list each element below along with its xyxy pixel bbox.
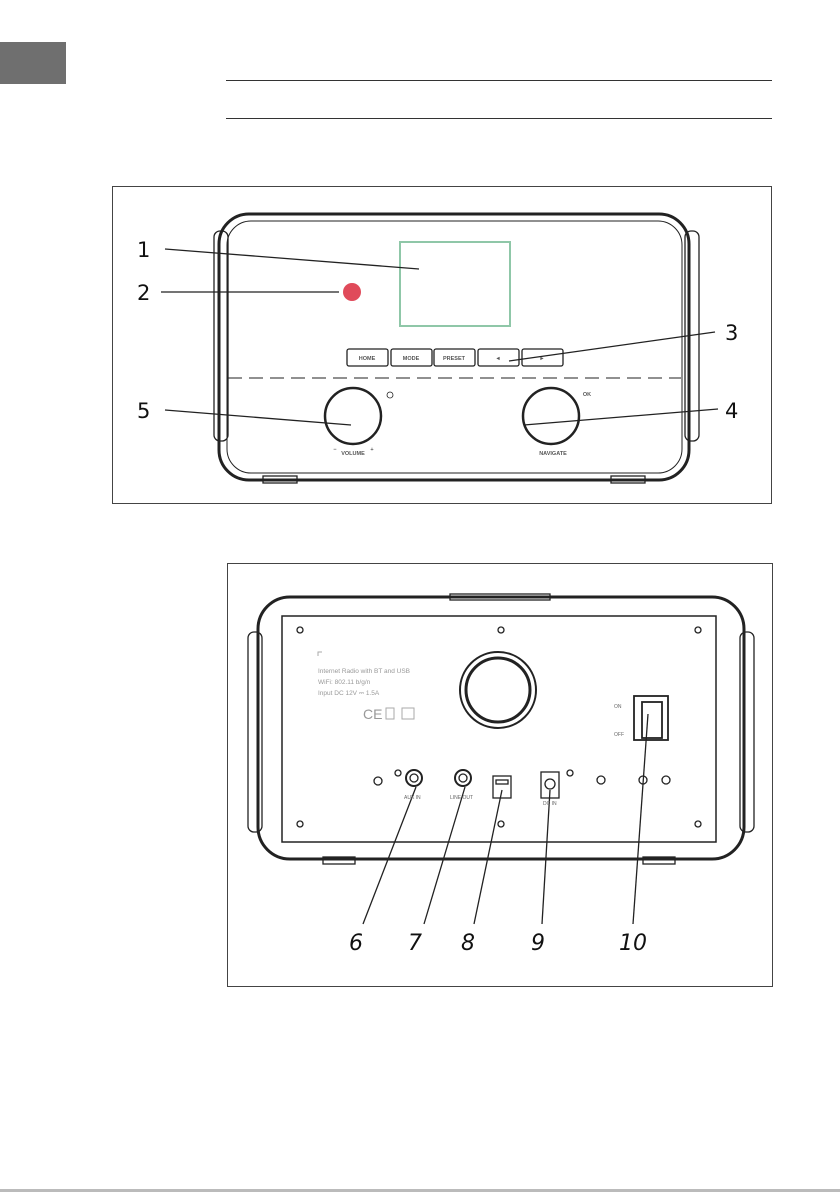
leader-line-8 bbox=[474, 790, 502, 924]
left-side-grille bbox=[248, 632, 262, 832]
back-panel-drawing: Internet Radio with BT and USB WiFi: 802… bbox=[228, 564, 774, 988]
switch-on-label: ON bbox=[614, 704, 622, 710]
mount-hole bbox=[662, 776, 670, 784]
mount-hole bbox=[395, 770, 401, 776]
screw bbox=[695, 821, 701, 827]
callout-4: 4 bbox=[725, 399, 738, 423]
back-plate bbox=[282, 616, 716, 842]
volume-knob-label: VOLUME bbox=[341, 451, 365, 457]
home-button-label: HOME bbox=[359, 356, 376, 362]
leader-line-10 bbox=[633, 714, 648, 924]
aux-in-jack[interactable] bbox=[406, 770, 422, 786]
mount-hole bbox=[374, 777, 382, 785]
next-button-label: ► bbox=[539, 356, 544, 362]
right-side-grille bbox=[740, 632, 754, 832]
screw bbox=[498, 627, 504, 633]
power-icon bbox=[387, 392, 393, 398]
language-tab bbox=[0, 42, 66, 84]
callout-1: 1 bbox=[137, 238, 150, 262]
callout-9: 9 bbox=[531, 931, 545, 956]
dc-in-label: DC IN bbox=[543, 801, 557, 807]
second-rule bbox=[226, 118, 772, 119]
front-panel-figure: HOME MODE PRESET ◄ ► VOLUME − + NAVIGATE… bbox=[112, 186, 772, 504]
screw bbox=[695, 627, 701, 633]
top-rule bbox=[226, 80, 772, 81]
aux-in-label: AUX IN bbox=[404, 795, 421, 801]
preset-button-label: PRESET bbox=[443, 356, 466, 362]
leader-line-6 bbox=[363, 787, 416, 924]
leader-line-7 bbox=[424, 787, 465, 924]
usb-port[interactable] bbox=[493, 776, 511, 798]
callout-5: 5 bbox=[137, 399, 150, 423]
front-panel-drawing: HOME MODE PRESET ◄ ► VOLUME − + NAVIGATE… bbox=[113, 187, 773, 505]
leader-line-5 bbox=[165, 410, 351, 425]
screw bbox=[297, 627, 303, 633]
ok-label: OK bbox=[583, 392, 591, 398]
radio-body-outer bbox=[219, 214, 689, 480]
mount-hole bbox=[567, 770, 573, 776]
mount-hole bbox=[597, 776, 605, 784]
leader-line-1 bbox=[165, 249, 419, 269]
leader-line-9 bbox=[542, 790, 550, 924]
weee-bin-icon bbox=[386, 708, 394, 719]
display-screen bbox=[400, 242, 510, 326]
screw bbox=[498, 821, 504, 827]
line-out-jack-core bbox=[459, 774, 467, 782]
info-line-3: Input DC 12V ⎓ 1.5A bbox=[318, 690, 380, 697]
manual-icon bbox=[402, 708, 414, 719]
volume-minus-label: − bbox=[333, 447, 336, 453]
indicator-light bbox=[343, 283, 361, 301]
callout-8: 8 bbox=[461, 931, 475, 956]
left-side-grille bbox=[214, 231, 228, 441]
line-out-label: LINE OUT bbox=[450, 795, 473, 801]
dc-in-pin bbox=[545, 779, 555, 789]
speaker-port-inner bbox=[466, 658, 530, 722]
ce-mark: CE bbox=[363, 706, 382, 722]
info-line-1: Internet Radio with BT and USB bbox=[318, 668, 410, 675]
info-line-2: WiFi: 802.11 b/g/n bbox=[318, 679, 371, 686]
navigate-knob[interactable] bbox=[523, 388, 579, 444]
prev-button-label: ◄ bbox=[495, 356, 500, 362]
mode-button-label: MODE bbox=[403, 356, 420, 362]
navigate-knob-label: NAVIGATE bbox=[539, 451, 567, 457]
callout-2: 2 bbox=[137, 281, 150, 305]
callout-10: 10 bbox=[619, 931, 647, 956]
back-panel-figure: Internet Radio with BT and USB WiFi: 802… bbox=[227, 563, 773, 987]
usb-port-tongue bbox=[496, 780, 508, 784]
corner-mark-icon bbox=[318, 652, 322, 656]
callout-7: 7 bbox=[408, 931, 422, 956]
volume-plus-label: + bbox=[370, 447, 373, 453]
callout-6: 6 bbox=[349, 931, 363, 956]
speaker-port-outer bbox=[460, 652, 536, 728]
aux-in-jack-core bbox=[410, 774, 418, 782]
line-out-jack[interactable] bbox=[455, 770, 471, 786]
power-switch[interactable] bbox=[642, 702, 662, 738]
screw bbox=[297, 821, 303, 827]
volume-knob[interactable] bbox=[325, 388, 381, 444]
callout-3: 3 bbox=[725, 321, 738, 345]
switch-off-label: OFF bbox=[614, 732, 624, 738]
